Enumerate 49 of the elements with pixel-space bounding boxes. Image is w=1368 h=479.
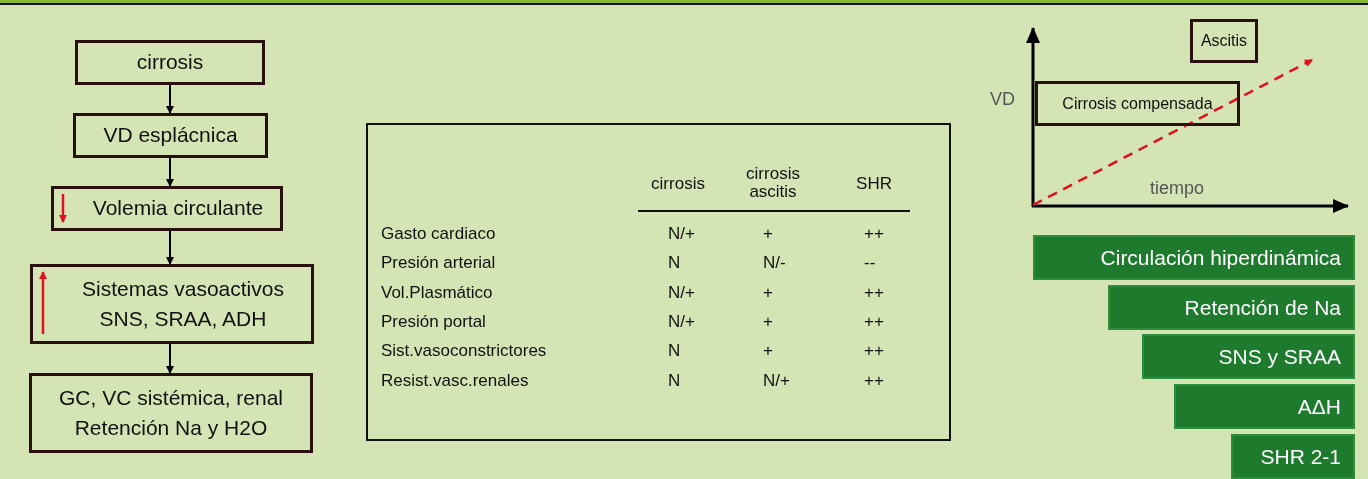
process-box — [29, 373, 313, 453]
axis-label: tiempo — [1150, 178, 1205, 199]
arrow — [166, 84, 174, 114]
process-box: Volemia circulante — [51, 186, 283, 231]
stage-box: Cirrosis compensada — [1035, 81, 1240, 126]
box-text: GC, VC sistémica, renal — [58, 384, 284, 411]
table-value: N — [668, 341, 681, 362]
table-value: ++ — [864, 282, 884, 303]
table-value: + — [763, 224, 773, 244]
table-value: + — [763, 341, 773, 362]
table-value: + — [763, 282, 773, 303]
table-value: N — [668, 370, 681, 391]
table-value: ++ — [864, 224, 884, 244]
column-header: cirrosis ascitis — [745, 165, 801, 201]
row-label: Presión portal — [381, 311, 486, 332]
table-value: ++ — [864, 341, 884, 362]
row-label: Presión arterial — [381, 253, 496, 274]
column-header: cirrosis — [650, 175, 706, 193]
arrow — [166, 157, 174, 187]
axis-label: VD — [990, 89, 1015, 110]
row-label: Vol.Plasmático — [381, 282, 493, 303]
box-text: SNS, SRAA, ADH — [99, 306, 267, 332]
table-value: ++ — [864, 370, 884, 391]
row-label: Sist.vasoconstrictores — [381, 341, 547, 362]
box-text: Sistemas vasoactivos — [82, 275, 284, 302]
table-value: N/+ — [763, 370, 790, 391]
arrow — [166, 343, 174, 374]
stage-bar: SNS y SRAA — [1142, 334, 1355, 379]
process-box: cirrosis — [75, 40, 265, 85]
row-label: Gasto cardiaco — [381, 224, 496, 244]
table-value: -- — [864, 253, 876, 274]
process-box: VD esplácnica — [73, 113, 268, 158]
stage-bar: Circulación hiperdinámica — [1033, 235, 1355, 280]
stage-bar: Retención de Na — [1108, 285, 1355, 330]
table-value: ++ — [864, 311, 884, 332]
table-value: N/+ — [668, 311, 695, 332]
table-value: N/- — [763, 253, 786, 274]
stage-bar: AΔH — [1174, 384, 1355, 429]
arrow — [166, 230, 174, 265]
table-value: + — [763, 311, 773, 332]
column-header: SHR — [855, 175, 893, 193]
table-value: N/+ — [668, 224, 695, 244]
row-label: Resist.vasc.renales — [381, 370, 529, 391]
stage-box: Ascitis — [1190, 19, 1258, 63]
stage-bar: SHR 2-1 — [1231, 434, 1355, 479]
table-value: N — [668, 253, 681, 274]
box-text: Retención Na y H2O — [74, 415, 268, 441]
process-box — [30, 264, 314, 344]
table-value: N/+ — [668, 282, 695, 303]
